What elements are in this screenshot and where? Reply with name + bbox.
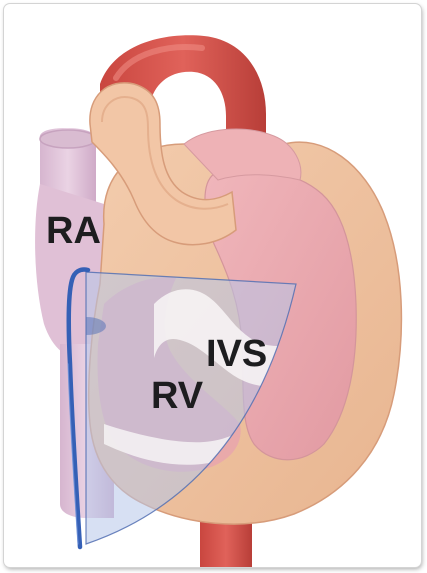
catheter-highlight bbox=[67, 363, 79, 545]
heart-diagram: RA IVS RV bbox=[35, 35, 403, 567]
aortic-arch bbox=[100, 35, 266, 154]
echo-sector-outline bbox=[85, 271, 297, 545]
interventricular-septum bbox=[154, 289, 294, 387]
pulmonary-trunk bbox=[89, 82, 237, 246]
label-rv: RV bbox=[151, 375, 204, 417]
catheter bbox=[66, 267, 91, 550]
diagram-frame: RA IVS RV bbox=[4, 4, 421, 567]
label-ra: RA bbox=[46, 210, 101, 252]
left-atrium bbox=[183, 128, 302, 181]
echo-probe-shadow bbox=[86, 317, 106, 335]
aortic-arch-highlight bbox=[113, 44, 205, 81]
svc-opening bbox=[39, 129, 97, 149]
pulmonary-trunk-inner bbox=[101, 96, 229, 210]
label-ivs: IVS bbox=[206, 333, 267, 375]
